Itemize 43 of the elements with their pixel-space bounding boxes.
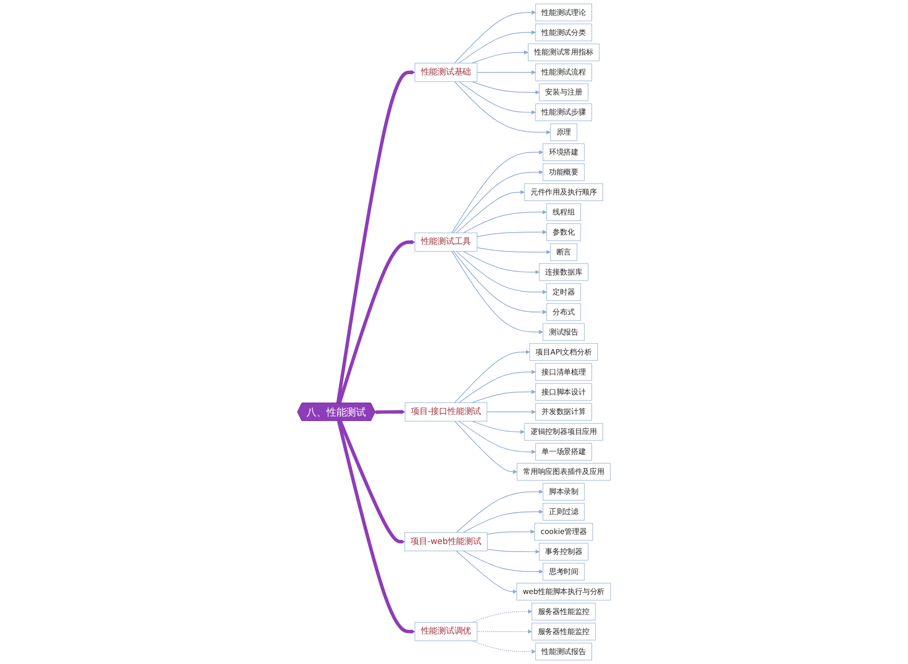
- arrow: [472, 420, 525, 434]
- arrow: [454, 350, 530, 403]
- arrow: [476, 629, 532, 634]
- arrow: [456, 550, 518, 594]
- arrow: [458, 420, 536, 454]
- node-box: 项目-接口性能测试: [404, 402, 488, 422]
- arrow: [462, 510, 544, 533]
- arrow: [486, 530, 535, 535]
- arrow: [476, 247, 551, 254]
- node-box: 项目-web性能测试: [404, 532, 488, 552]
- arrow: [454, 420, 518, 474]
- arrow: [472, 50, 528, 64]
- arrow: [462, 251, 540, 274]
- arrow: [338, 240, 416, 404]
- node-box: 性能测试基础: [414, 62, 478, 82]
- arrow: [458, 81, 536, 114]
- arrow: [453, 251, 547, 314]
- arrow: [451, 150, 544, 234]
- arrow: [338, 420, 405, 544]
- arrow: [456, 251, 547, 294]
- arrow: [456, 490, 544, 533]
- arrow: [337, 420, 416, 634]
- arrow: [451, 251, 544, 334]
- arrow: [375, 410, 406, 414]
- arrow: [458, 370, 536, 403]
- arrow: [476, 70, 536, 75]
- arrow: [486, 548, 540, 554]
- arrow: [462, 550, 544, 574]
- arrow: [454, 10, 536, 64]
- arrow: [486, 410, 536, 414]
- arrow: [472, 640, 536, 654]
- arrow: [472, 390, 536, 403]
- arrow: [336, 70, 416, 404]
- arrow: [458, 30, 536, 64]
- arrow: [476, 230, 547, 237]
- arrow: [472, 609, 532, 623]
- arrow: [472, 81, 540, 94]
- node-box: 性能测试工具: [414, 232, 478, 252]
- arrow: [462, 210, 547, 234]
- arrow: [453, 170, 544, 234]
- arrow: [456, 190, 525, 234]
- arrow: [454, 81, 551, 134]
- node-box: 性能测试调优: [414, 622, 478, 642]
